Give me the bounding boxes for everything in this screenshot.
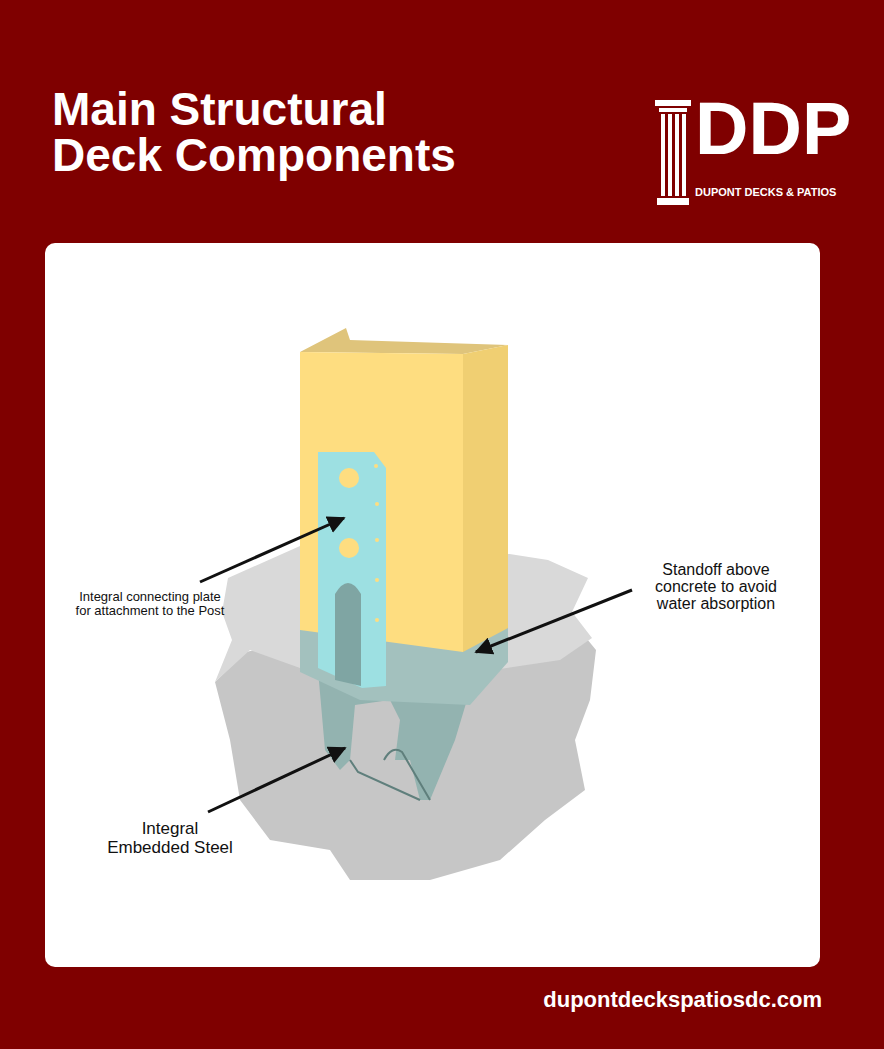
page-title: Main Structural Deck Components [52, 86, 502, 178]
callout-label: Standoff above concrete to avoid water a… [636, 562, 796, 612]
callout-label: Integral Embedded Steel [100, 820, 240, 857]
logo-column [655, 100, 691, 205]
logo-letters: DDP [695, 92, 875, 166]
logo-subtitle: DUPONT DECKS & PATIOS [695, 186, 880, 199]
callout-label: Integral connecting plate for attachment… [70, 590, 230, 617]
leader-lines [200, 518, 632, 812]
connecting-plate [318, 452, 386, 688]
website-url: dupontdeckspatiosdc.com [500, 988, 822, 1012]
